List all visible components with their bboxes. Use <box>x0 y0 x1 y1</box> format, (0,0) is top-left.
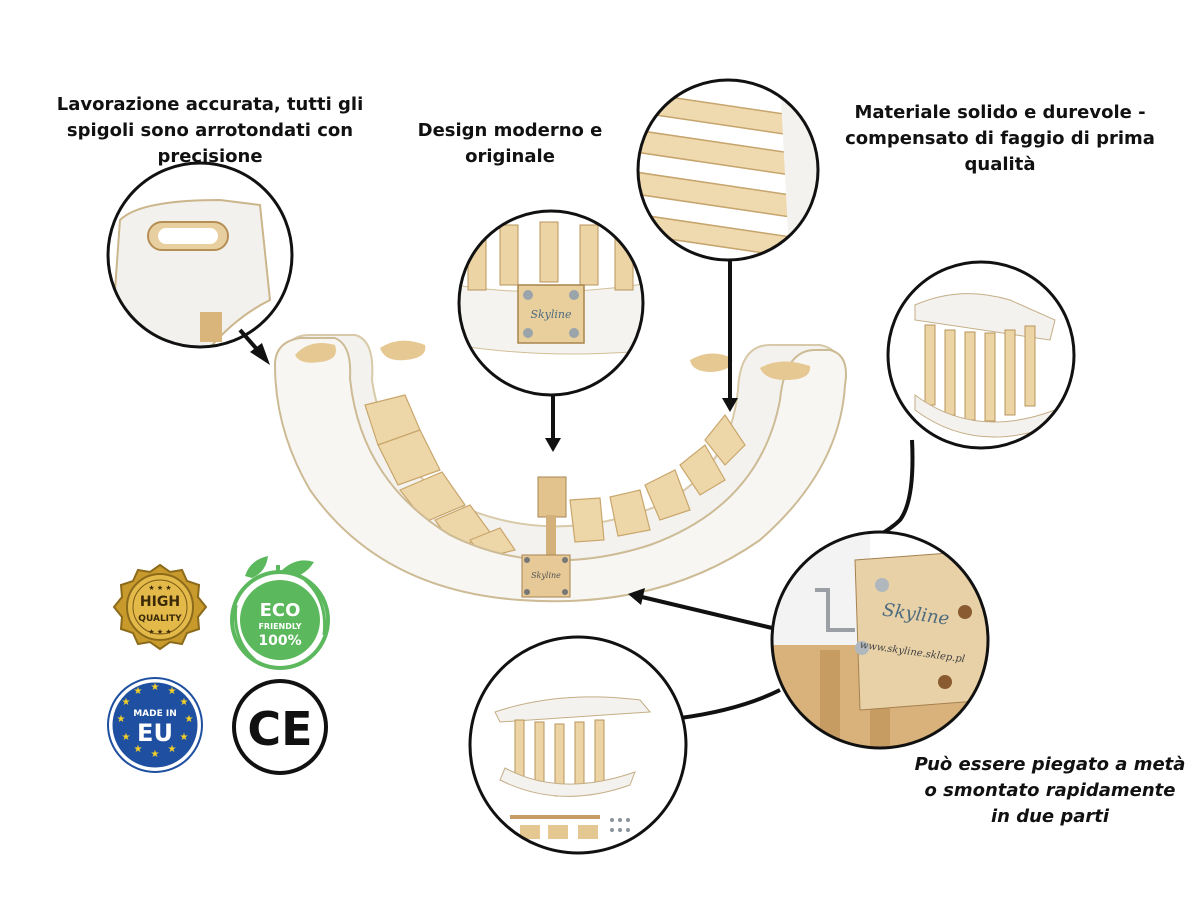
detail-parts-circle <box>468 635 688 855</box>
svg-text:CE: CE <box>247 702 312 756</box>
svg-text:★: ★ <box>134 686 143 697</box>
svg-text:Skyline: Skyline <box>531 571 561 580</box>
svg-text:★: ★ <box>168 686 177 697</box>
connector-line <box>679 688 781 720</box>
svg-text:★: ★ <box>122 697 131 708</box>
svg-text:ECO: ECO <box>260 600 301 621</box>
svg-text:100%: 100% <box>258 633 301 649</box>
eco-friendly-badge: ECO FRIENDLY 100% <box>230 556 330 670</box>
caption-rounded-edges: Lavorazione accurata, tutti gli spigoli … <box>56 94 364 167</box>
detail-slats-circle <box>636 78 820 262</box>
arrow-line <box>641 595 773 630</box>
svg-text:★: ★ <box>185 714 194 725</box>
svg-text:★ ★ ★: ★ ★ ★ <box>148 584 171 592</box>
detail-connector-circle: Skyline www.skyline.sklep.pl <box>770 530 990 750</box>
arrow-head <box>545 438 561 452</box>
ce-mark-badge: CE <box>232 679 328 775</box>
arrow-head <box>250 343 270 365</box>
detail-folded-circle <box>886 260 1076 450</box>
svg-text:★: ★ <box>151 749 160 760</box>
svg-text:★: ★ <box>134 744 143 755</box>
high-quality-badge: HIGH QUALITY ★ ★ ★ ★ ★ ★ <box>112 563 208 651</box>
detail-plate-circle: Skyline <box>457 209 645 397</box>
made-in-eu-badge: ★★★ ★★★ ★★★ ★★★ MADE IN EU <box>107 677 203 773</box>
svg-text:★: ★ <box>180 732 189 743</box>
caption-modern-design: Design moderno e originale <box>417 120 603 167</box>
rocker-board: Skyline <box>273 334 847 603</box>
svg-text:★: ★ <box>122 732 131 743</box>
svg-text:EU: EU <box>137 719 173 747</box>
svg-text:QUALITY: QUALITY <box>138 614 182 624</box>
arrow-head <box>628 588 645 605</box>
svg-text:FRIENDLY: FRIENDLY <box>258 622 301 631</box>
detail-handle-circle <box>106 161 294 349</box>
svg-text:HIGH: HIGH <box>140 594 180 610</box>
svg-text:★: ★ <box>168 744 177 755</box>
svg-text:★ ★ ★: ★ ★ ★ <box>148 628 171 636</box>
svg-text:MADE IN: MADE IN <box>133 709 177 719</box>
brand-logo: Skyline <box>530 308 572 321</box>
svg-text:★: ★ <box>117 714 126 725</box>
svg-text:★: ★ <box>151 682 160 693</box>
caption-foldable: Può essere piegato a metà o smontato rap… <box>914 754 1186 827</box>
arrow-head <box>722 398 738 412</box>
caption-solid-material: Materiale solido e durevole - compensato… <box>845 102 1155 175</box>
svg-text:★: ★ <box>180 697 189 708</box>
